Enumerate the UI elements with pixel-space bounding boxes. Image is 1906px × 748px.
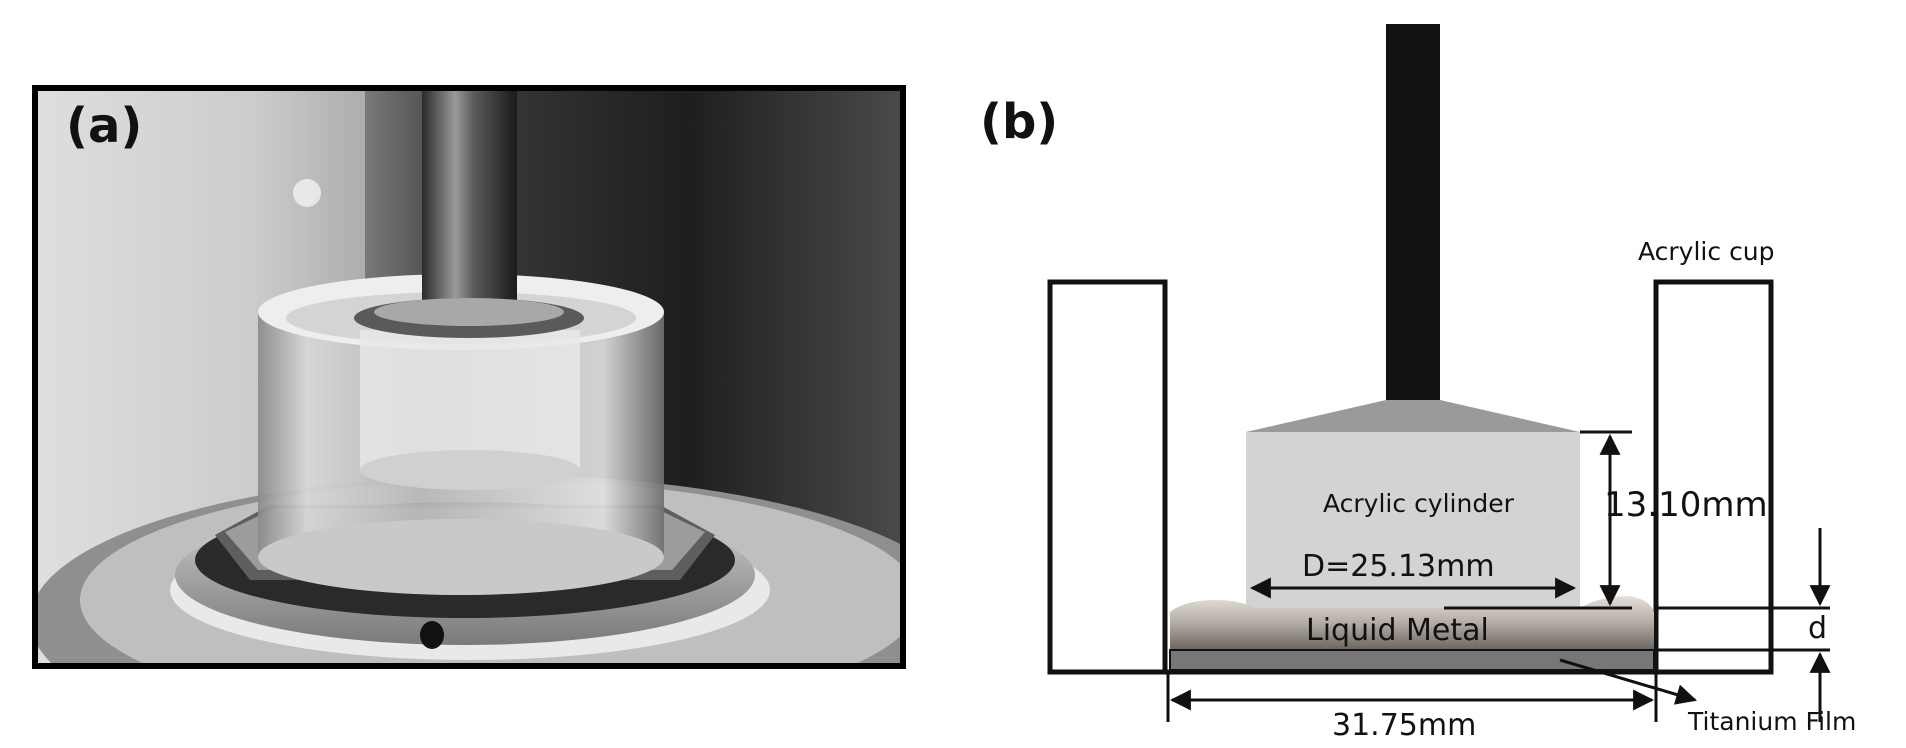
label-acrylic-cylinder: Acrylic cylinder [1323, 489, 1515, 518]
panel-b-diagram: (b) Acrylic cup Acry [980, 24, 1856, 743]
panel-b-label: (b) [980, 94, 1058, 150]
label-liquid-metal: Liquid Metal [1306, 613, 1489, 648]
cone [1246, 400, 1580, 432]
panel-a-photo: (a) [32, 85, 906, 669]
titanium-film [1169, 649, 1655, 671]
label-titanium-film: Titanium Film [1687, 707, 1856, 736]
shaft [1386, 24, 1440, 402]
photo-frame [32, 85, 906, 669]
label-diameter: D=25.13mm [1302, 549, 1495, 584]
panel-a-label: (a) [66, 98, 142, 154]
cup-left-wall [1047, 279, 1168, 675]
label-height: 13.10mm [1604, 485, 1768, 525]
shaft-photo [422, 88, 517, 313]
label-width: 31.75mm [1332, 708, 1476, 743]
label-gap-d: d [1808, 611, 1827, 646]
label-acrylic-cup: Acrylic cup [1638, 237, 1775, 266]
titanium-film-leader [1559, 658, 1698, 705]
cup-right-wall [1653, 279, 1774, 675]
